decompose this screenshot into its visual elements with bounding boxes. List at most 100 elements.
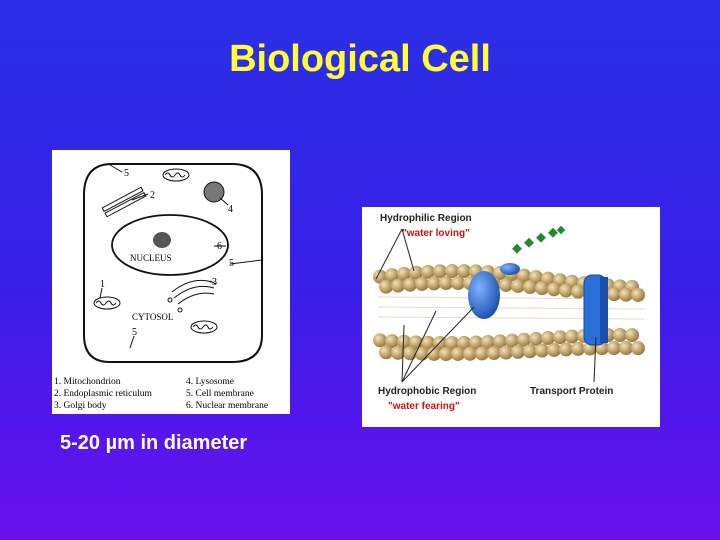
lipid-head xyxy=(415,346,429,361)
callout-3: 3 xyxy=(212,277,217,288)
lipid-head xyxy=(553,330,567,345)
lipid-head xyxy=(391,278,405,293)
lipid-head xyxy=(613,328,627,343)
callout-6: 6 xyxy=(217,241,222,252)
callout-1: 1 xyxy=(100,279,105,290)
protein-left xyxy=(468,271,500,319)
lipid-head xyxy=(385,334,399,349)
lipid-head xyxy=(487,346,501,361)
lipid-head xyxy=(379,345,393,360)
lipid-head xyxy=(625,328,639,343)
lipid-head xyxy=(445,264,459,279)
lipid-head xyxy=(457,335,471,350)
hydrophobic-label: Hydrophobic Region xyxy=(378,386,476,397)
lipid-head xyxy=(547,282,561,297)
lipid-head xyxy=(397,266,411,281)
lipid-head xyxy=(469,335,483,350)
cell-legend: 1. Mitochondrion 2. Endoplasmic reticulu… xyxy=(54,377,268,411)
mitochondrion-bottom-shape xyxy=(190,320,218,334)
lipid-head xyxy=(517,268,531,283)
cell-membrane-outline xyxy=(83,163,263,363)
lipid-head xyxy=(475,346,489,361)
callout-4: 4 xyxy=(228,204,233,215)
lipid-head xyxy=(427,276,441,291)
legend-item: 6. Nuclear membrane xyxy=(186,401,268,411)
nucleolus-shape xyxy=(153,232,171,248)
cytosol-label: CYTOSOL xyxy=(132,312,173,322)
lipid-head xyxy=(523,279,537,294)
lipid-head xyxy=(619,341,633,356)
membrane-diagram: Hydrophilic Region "water loving" xyxy=(362,207,660,427)
lipid-head xyxy=(505,333,519,348)
lipid-head xyxy=(571,284,585,299)
legend-item: 4. Lysosome xyxy=(186,377,234,387)
lipid-head xyxy=(631,341,645,356)
lipid-head xyxy=(463,346,477,361)
lipid-head xyxy=(511,344,525,359)
nucleus-label: NUCLEUS xyxy=(130,253,172,263)
lipid-head xyxy=(415,276,429,291)
legend-item: 5. Cell membrane xyxy=(186,389,254,399)
lipid-head xyxy=(421,264,435,279)
lipid-head xyxy=(427,346,441,361)
lipid-head xyxy=(547,342,561,357)
lipid-head xyxy=(457,264,471,279)
lipid-head xyxy=(385,268,399,283)
lipid-head xyxy=(607,287,621,302)
lipid-head xyxy=(433,264,447,279)
hydrophobic-note: "water fearing" xyxy=(388,401,460,412)
lipid-head xyxy=(403,346,417,361)
hydrophilic-note: "water loving" xyxy=(402,228,470,239)
golgi-shape xyxy=(167,279,215,313)
lipid-head xyxy=(445,335,459,350)
lipid-head xyxy=(517,332,531,347)
lipid-head xyxy=(571,341,585,356)
lipid-head xyxy=(403,277,417,292)
transport-protein xyxy=(583,274,608,346)
cell-diagram: NUCLEUS CYTOSOL xyxy=(52,150,290,414)
lipid-head xyxy=(373,333,387,348)
protein-small xyxy=(500,263,520,275)
slide-title: Biological Cell xyxy=(229,38,491,80)
lipid-head xyxy=(451,276,465,291)
membrane-diagram-svg: Hydrophilic Region "water loving" xyxy=(373,213,645,412)
callout-5-right: 5 xyxy=(229,258,234,269)
mitochondrion-left-shape xyxy=(93,296,121,310)
lipid-head xyxy=(493,334,507,349)
lipid-head xyxy=(535,281,549,296)
lipid-head xyxy=(397,334,411,349)
carbohydrate-chain xyxy=(512,225,566,254)
nucleus-shape xyxy=(111,214,229,276)
lipid-head xyxy=(631,287,645,302)
lipid-head xyxy=(565,329,579,344)
lipid-head xyxy=(409,265,423,280)
lipid-head xyxy=(439,346,453,361)
lipid-head xyxy=(541,331,555,346)
lipid-head xyxy=(619,287,633,302)
lipid-head xyxy=(451,346,465,361)
lipid-head xyxy=(499,277,513,292)
legend-item: 2. Endoplasmic reticulum xyxy=(54,389,152,399)
lipid-head xyxy=(529,331,543,346)
lipid-head xyxy=(535,343,549,358)
hydrophilic-label: Hydrophilic Region xyxy=(380,213,472,224)
lysosome-shape xyxy=(203,181,225,203)
callout-5-bottom: 5 xyxy=(132,327,137,338)
lipid-head xyxy=(559,342,573,357)
lipid-head xyxy=(559,283,573,298)
lipid-head xyxy=(481,335,495,350)
er-shape xyxy=(101,186,147,218)
cell-size-caption: 5-20 µm in diameter xyxy=(60,432,248,454)
cell-diagram-svg: NUCLEUS CYTOSOL xyxy=(54,163,268,411)
callout-5-top: 5 xyxy=(124,168,129,179)
lipid-head xyxy=(421,335,435,350)
lipid-head xyxy=(607,341,621,356)
legend-item: 1. Mitochondrion xyxy=(54,377,121,387)
lipid-head xyxy=(379,279,393,294)
lipid-head xyxy=(499,345,513,360)
callout-2: 2 xyxy=(150,190,155,201)
lipid-head xyxy=(439,276,453,291)
lipid-heads-bottom xyxy=(373,328,645,361)
mitochondrion-top-shape xyxy=(162,168,190,182)
lipid-head xyxy=(511,278,525,293)
